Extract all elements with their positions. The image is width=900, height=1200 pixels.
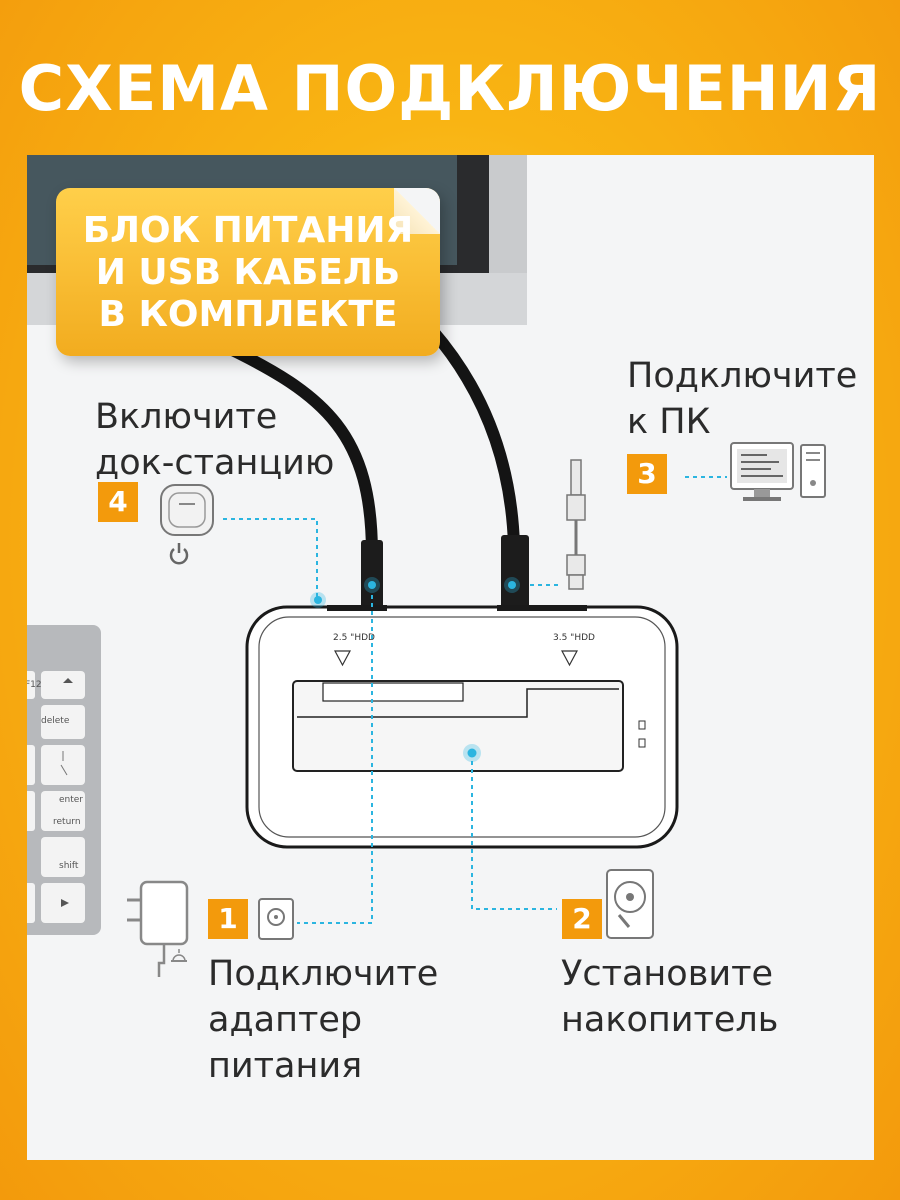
- step-1-line-2: адаптер: [208, 1000, 363, 1040]
- key-delete: delete: [41, 716, 70, 726]
- power-button-icon: [160, 484, 214, 565]
- badge-line-2: И USB КАБЕЛЬ: [95, 252, 401, 293]
- cables-illustration: [216, 324, 586, 610]
- step-1-line-3: питания: [208, 1046, 363, 1086]
- page-title: СХЕМА ПОДКЛЮЧЕНИЯ: [18, 52, 882, 125]
- step-1-number: 1: [208, 899, 248, 939]
- step-2-line-1: Установите: [561, 954, 773, 994]
- key-shift: shift: [59, 861, 79, 871]
- step-3-line-1: Подключите: [627, 356, 858, 396]
- hdd-icon: [258, 898, 294, 940]
- step-3-label: Подключите к ПК: [627, 353, 857, 445]
- badge-line-3: В КОМПЛЕКТЕ: [98, 294, 398, 335]
- step-2-line-2: накопитель: [561, 1000, 779, 1040]
- keyboard-illustration: [27, 625, 101, 935]
- key-enter: enter: [59, 795, 84, 805]
- step-4-number: 4: [98, 482, 138, 522]
- step-4-label: Включите док-станцию: [95, 394, 334, 486]
- badge-line-1: БЛОК ПИТАНИЯ: [82, 210, 414, 251]
- step-4-line-1: Включите: [95, 397, 278, 437]
- slot-label-2-5: 2.5 "HDD: [333, 633, 375, 643]
- power-adapter-icon: [127, 880, 189, 977]
- step-1-label: Подключите адаптер питания: [208, 951, 438, 1089]
- connector-dots: [310, 577, 520, 762]
- connector-lines: [223, 476, 727, 924]
- kit-badge: БЛОК ПИТАНИЯ И USB КАБЕЛЬ В КОМПЛЕКТЕ: [56, 188, 440, 356]
- docking-station-illustration: [245, 605, 679, 849]
- slot-label-3-5: 3.5 "HDD: [553, 633, 595, 643]
- step-1-line-1: Подключите: [208, 954, 439, 994]
- step-4-line-2: док-станцию: [95, 443, 335, 483]
- key-return: return: [53, 817, 81, 827]
- badge-fold-corner: [394, 188, 440, 234]
- step-2-label: Установите накопитель: [561, 951, 778, 1043]
- step-3-number: 3: [627, 454, 667, 494]
- step-3-line-2: к ПК: [627, 402, 711, 442]
- key-f12: F12: [27, 680, 42, 690]
- computer-icon: [730, 442, 826, 501]
- step-2-number: 2: [562, 899, 602, 939]
- hard-disk-icon: [606, 869, 654, 939]
